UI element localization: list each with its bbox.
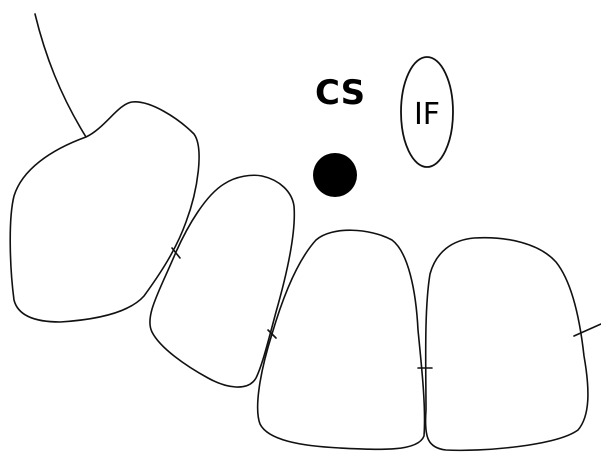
if-label: IF (414, 97, 440, 132)
cs-label: CS (315, 73, 365, 113)
arch-outline-curve (35, 14, 86, 137)
cs-marker-dot (313, 153, 357, 197)
tooth-central-incisor-right (426, 238, 588, 451)
